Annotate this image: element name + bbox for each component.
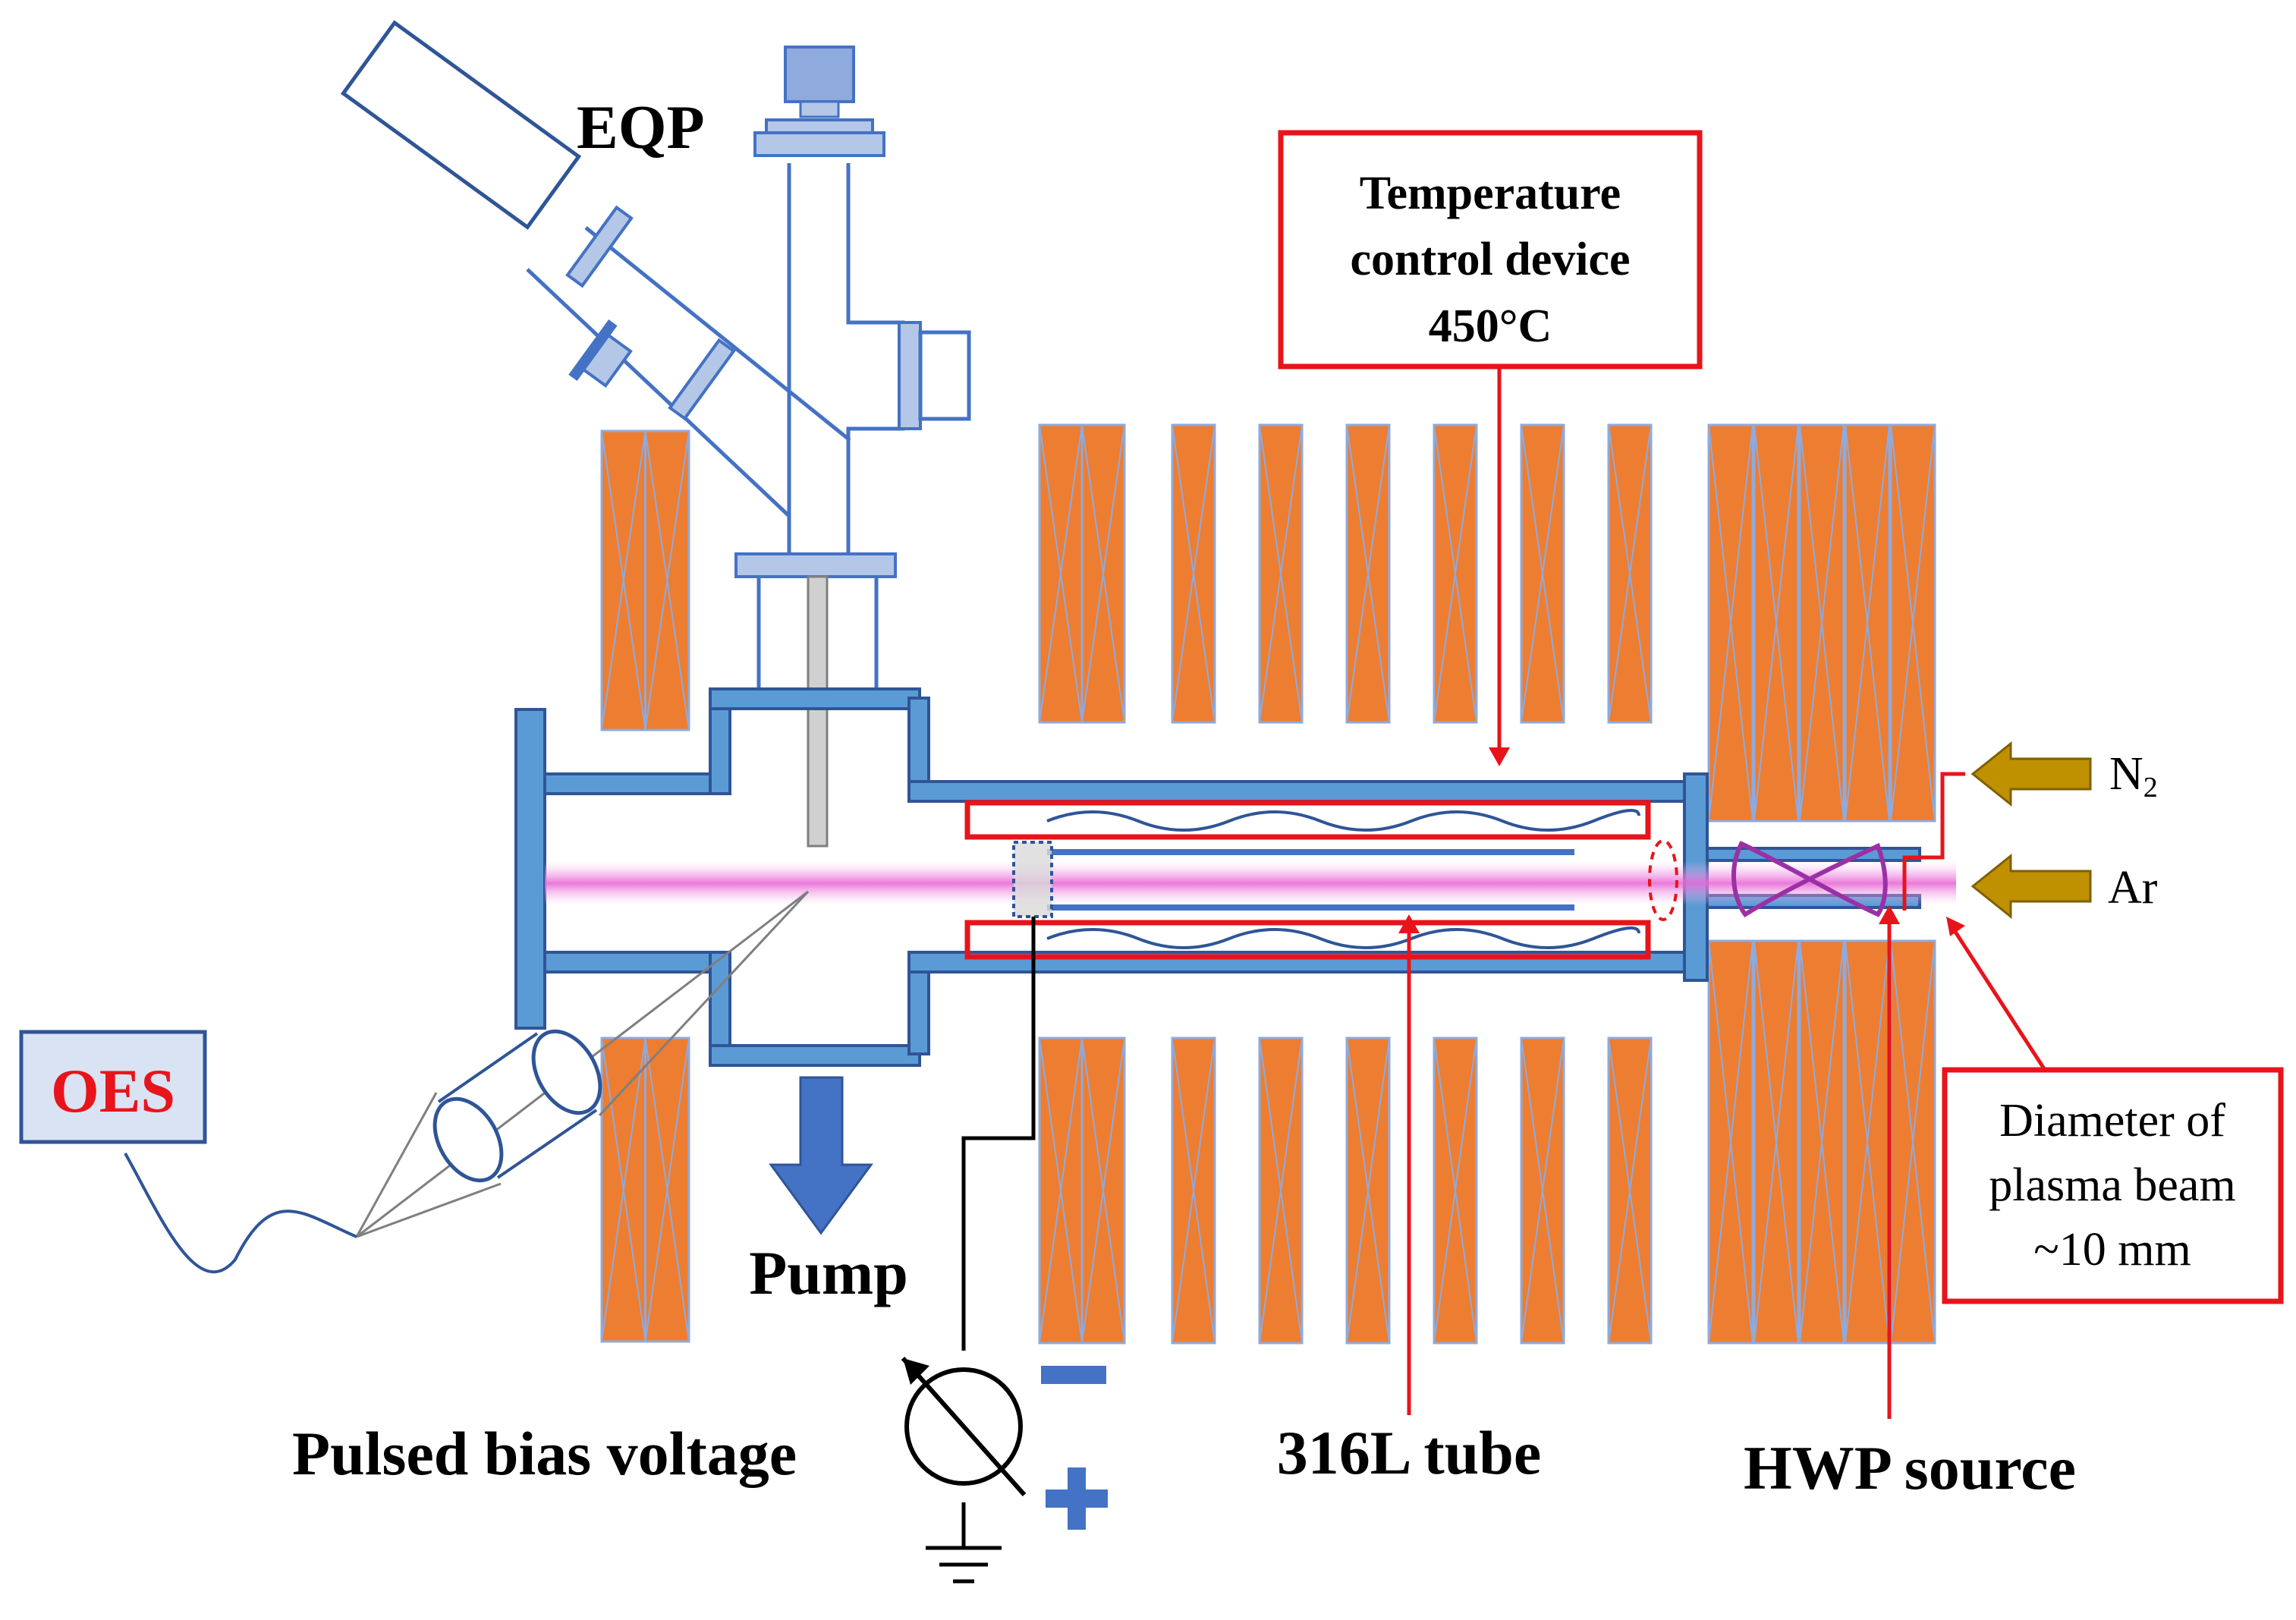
pulsed-bias-label: Pulsed bias voltage: [292, 1419, 797, 1488]
coil-winding-mark: [1172, 1037, 1216, 1344]
pump-label: Pump: [749, 1238, 908, 1307]
coil-winding-mark: [1259, 1037, 1303, 1344]
coil-winding-mark: [1890, 940, 1936, 1344]
coil-winding-mark: [1259, 424, 1303, 723]
coil-winding-mark: [1346, 1037, 1390, 1344]
pulsed-bias-source: [901, 1357, 1027, 1496]
coil-winding-mark: [1708, 424, 1753, 822]
coil-winding-mark: [1608, 1037, 1652, 1344]
n2-gas-arrow: [1970, 741, 2092, 807]
beam-diameter-marker: [1648, 839, 1678, 921]
coil-winding-mark: [1799, 940, 1845, 1344]
sample-holder: [1012, 841, 1053, 918]
coil-winding-mark: [644, 1037, 690, 1342]
temperature-callout-box: [1278, 130, 1703, 370]
hwp-antenna: [1731, 841, 1888, 917]
diameter-line-2: plasma beam: [1989, 1159, 2235, 1211]
coil-winding-mark: [1890, 424, 1936, 822]
oes-optics: [124, 890, 810, 1274]
temperature-line-3: 450°C: [1429, 300, 1552, 352]
coil-winding-mark: [1172, 424, 1216, 723]
ar-gas-arrow: [1970, 853, 2092, 920]
coil-winding-mark: [601, 1037, 646, 1342]
diameter-line-3: ~10 mm: [2033, 1224, 2191, 1276]
coil-winding-mark: [1039, 1037, 1083, 1344]
coil-winding-mark: [601, 430, 646, 731]
oes-label: OES: [51, 1056, 175, 1125]
plasma-beam: [545, 861, 1956, 905]
magnetic-coils: [600, 423, 1936, 1345]
coil-winding-mark: [1799, 424, 1845, 822]
hwp-label: HWP source: [1744, 1433, 2076, 1502]
coil-winding-mark: [1433, 1037, 1477, 1344]
temperature-control-heater: [964, 800, 1651, 960]
coil-winding-mark: [1521, 424, 1565, 723]
coil-winding-mark: [1753, 424, 1799, 822]
vacuum-chamber: [514, 687, 1921, 1067]
oes-box: [19, 1030, 207, 1144]
coil-winding-mark: [1081, 424, 1125, 723]
coil-winding-mark: [1845, 424, 1890, 822]
minus-sign: [1041, 1366, 1106, 1384]
coil-winding-mark: [644, 430, 690, 731]
coil-winding-mark: [1608, 424, 1652, 723]
pump-arrow: [769, 1076, 873, 1235]
tube-label: 316L tube: [1277, 1418, 1542, 1487]
bias-circuit: [926, 917, 1036, 1584]
coil-winding-mark: [1081, 1037, 1125, 1344]
coil-winding-mark: [1521, 1037, 1565, 1344]
eqp-label: EQP: [577, 93, 705, 162]
coil-winding-mark: [1708, 940, 1753, 1344]
eqp-analyzer: [340, 20, 851, 517]
temperature-line-2: control device: [1350, 234, 1630, 285]
coil-winding-mark: [1346, 424, 1390, 723]
vacuum-cross-top: [734, 46, 971, 848]
n2-label: N2: [2109, 748, 2158, 804]
coil-winding-mark: [1845, 940, 1890, 1344]
plus-sign: [1046, 1467, 1108, 1530]
diameter-callout-box: [1942, 1067, 2284, 1304]
temperature-line-1: Temperature: [1360, 168, 1621, 219]
ar-label: Ar: [2108, 862, 2158, 914]
diameter-line-1: Diameter of: [1999, 1095, 2225, 1147]
316l-tube: [1047, 849, 1574, 911]
coil-winding-mark: [1433, 424, 1477, 723]
coil-winding-mark: [1039, 424, 1083, 723]
coil-winding-mark: [1753, 940, 1799, 1344]
n2-feed-line: [1902, 772, 1965, 911]
